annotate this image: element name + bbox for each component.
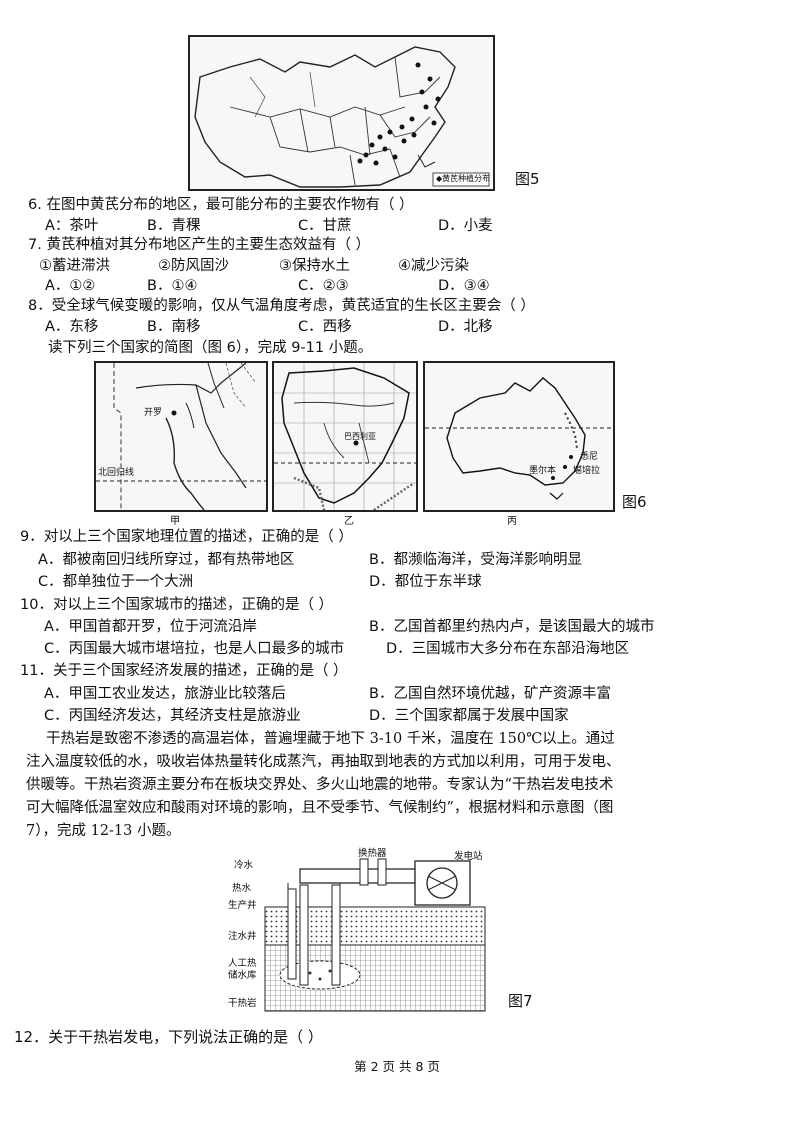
q10-option-c: C．丙国最大城市堪培拉，也是人口最多的城市: [44, 641, 345, 657]
q7-effect-3: ③保持水土: [279, 258, 350, 274]
q7-stem: 7. 黄芪种植对其分布地区产生的主要生态效益有（ ）: [28, 237, 371, 253]
fig7-heat-exchanger: 换热器: [358, 848, 387, 859]
q7-effect-2: ②防风固沙: [158, 258, 229, 274]
fig6-label: 图6: [622, 493, 647, 511]
passage-line-2: 注入温度较低的水，吸收岩体热量转化成蒸汽，再抽取到地表的方式加以利用，可用于发电…: [26, 754, 621, 770]
q10-option-a: A．甲国首都开罗，位于河流沿岸: [44, 619, 257, 635]
fig7-label: 图7: [508, 992, 533, 1010]
q7-effect-1: ①蓄进滞洪: [39, 258, 110, 274]
intro-9-11: 读下列三个国家的简图（图 6），完成 9-11 小题。: [48, 340, 373, 356]
q11-stem: 11．关于三个国家经济发展的描述，正确的是（ ）: [20, 663, 348, 679]
china-map-drawing: [194, 46, 490, 188]
q7-option-d: D．③④: [438, 278, 490, 294]
figure-6-australia-map: 悉尼 墨尔本 堪培拉: [423, 361, 615, 512]
australia-map-drawing: [425, 377, 613, 500]
fig7-reservoir-2: 储水库: [228, 970, 257, 981]
fig7-dry-rock: 干热岩: [228, 998, 257, 1009]
q11-option-d: D．三个国家都属于发展中国家: [369, 708, 569, 724]
figure-6-brazil-map: 巴西利亚: [272, 361, 418, 512]
fig7-hot-water: 热水: [232, 883, 252, 894]
q9-stem: 9．对以上三个国家地理位置的描述，正确的是（ ）: [20, 529, 353, 545]
q11-option-a: A．甲国工农业发达，旅游业比较落后: [44, 686, 286, 702]
fig7-production-well: 生产井: [228, 900, 257, 911]
q9-option-d: D．都位于东半球: [369, 574, 482, 590]
q9-option-c: C．都单独位于一个大洲: [38, 574, 194, 590]
q10-option-b: B．乙国首都里约热内卢，是该国最大的城市: [369, 619, 655, 635]
q6-option-c: C．甘蔗: [298, 218, 352, 234]
q8-stem: 8．受全球气候变暖的影响，仅从气温角度考虑，黄芪适宜的生长区主要会（ ）: [28, 298, 535, 314]
q9-option-b: B．都濒临海洋，受海洋影响明显: [369, 552, 582, 568]
q11-option-b: B．乙国自然环境优越，矿产资源丰富: [369, 686, 611, 702]
q12-stem: 12．关于干热岩发电，下列说法正确的是（ ）: [14, 1028, 323, 1046]
fig7-power-station: 发电站: [454, 851, 483, 862]
q6-option-d: D．小麦: [438, 218, 493, 234]
page-footer: 第 2 页 共 8 页: [354, 1059, 440, 1074]
australia-city-sydney: 悉尼: [580, 452, 599, 462]
passage-line-4: 可大幅降低温室效应和酸雨对环境的影响，且不受季节、气候制约”，根据材料和示意图（…: [26, 800, 614, 816]
q11-option-c: C．丙国经济发达，其经济支柱是旅游业: [44, 708, 301, 724]
egypt-tropic-label: 北回归线: [98, 468, 135, 478]
figure-7-diagram: 冷水 换热器 发电站 热水 生产井 注水井 人工热 储水库 干热岩: [220, 845, 500, 1013]
fig5-legend: ◆黄芪种植分布: [436, 174, 491, 183]
australia-city-melbourne: 墨尔本: [529, 466, 557, 476]
q8-option-a: A．东移: [45, 319, 99, 335]
egypt-city-cairo: 开罗: [144, 408, 163, 418]
fig7-cold-water: 冷水: [234, 860, 254, 871]
fig7-injection-well: 注水井: [228, 931, 257, 942]
q8-option-c: C．西移: [298, 319, 352, 335]
q10-stem: 10．对以上三个国家城市的描述，正确的是（ ）: [20, 597, 334, 613]
fig5-label: 图5: [515, 170, 540, 188]
q8-option-d: D．北移: [438, 319, 493, 335]
q6-option-a: A：茶叶: [45, 218, 99, 234]
q7-option-a: A．①②: [45, 278, 96, 294]
dry-rock-diagram-drawing: [264, 858, 486, 1012]
egypt-name: 甲: [170, 516, 180, 527]
fig7-reservoir-1: 人工热: [228, 958, 257, 969]
australia-name: 丙: [507, 516, 517, 527]
figure-5-map: ◆黄芪种植分布: [188, 35, 495, 191]
australia-city-canberra: 堪培拉: [573, 466, 601, 476]
brazil-map-drawing: [274, 363, 416, 510]
q7-effect-4: ④减少污染: [398, 258, 469, 274]
brazil-city-brasilia: 巴西利亚: [344, 432, 376, 441]
figure-6-egypt-map: 开罗 北回归线: [94, 361, 268, 512]
passage-line-5: 7），完成 12-13 小题。: [26, 823, 181, 839]
q7-option-b: B．①④: [147, 278, 198, 294]
q8-option-b: B．南移: [147, 319, 201, 335]
passage-line-3: 供暖等。干热岩资源主要分布在板块交界处、多火山地震的地带。专家认为“干热岩发电技…: [26, 777, 614, 793]
q10-option-d: D．三国城市大多分布在东部沿海地区: [386, 641, 630, 657]
brazil-name: 乙: [344, 516, 354, 527]
q6-option-b: B．青稞: [147, 218, 201, 234]
egypt-map-drawing: [96, 363, 266, 510]
q7-option-c: C．②③: [298, 278, 349, 294]
passage-line-1: 干热岩是致密不渗透的高温岩体，普遍埋藏于地下 3-10 千米，温度在 150℃以…: [46, 731, 615, 747]
q9-option-a: A．都被南回归线所穿过，都有热带地区: [38, 552, 295, 568]
q6-stem: 6. 在图中黄芪分布的地区，最可能分布的主要农作物有（ ）: [28, 197, 414, 213]
